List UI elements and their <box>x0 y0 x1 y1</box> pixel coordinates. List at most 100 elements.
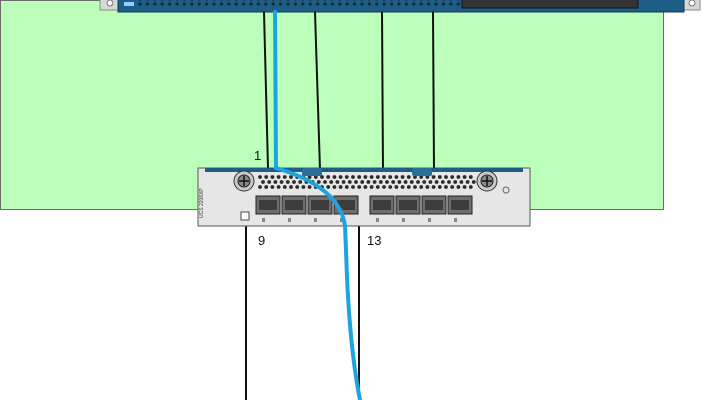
switch-port-dot <box>367 2 371 6</box>
vent-hole <box>397 180 402 184</box>
switch-port-dot <box>316 2 320 6</box>
switch-port-dot <box>175 2 179 6</box>
vent-hole <box>360 180 365 184</box>
cable-black-3 <box>381 11 384 171</box>
vent-hole <box>354 180 358 184</box>
switch-port-dot <box>175 0 179 1</box>
switch-port-dot <box>279 2 283 6</box>
vent-hole <box>326 185 331 189</box>
switch-port-dot <box>353 0 356 1</box>
vent-hole <box>394 175 399 179</box>
switch-port-dot <box>360 0 364 1</box>
cable-black-4 <box>432 11 435 171</box>
sfp-port-group <box>255 195 473 222</box>
switch-port-dot <box>234 2 238 6</box>
switch-port-dot <box>419 0 423 1</box>
switch-port-dot <box>286 2 290 6</box>
switch-port-dot <box>197 2 201 6</box>
switch-port-dot <box>249 0 253 1</box>
vent-hole <box>307 175 312 179</box>
vent-hole <box>363 175 368 179</box>
switch-port-dot <box>183 0 186 1</box>
vent-hole <box>323 180 327 184</box>
sfp-port[interactable] <box>281 195 307 222</box>
switch-port-dot <box>153 0 157 1</box>
vent-hole <box>437 185 442 189</box>
module-tab <box>412 168 432 176</box>
vent-hole <box>431 185 436 189</box>
port-label-13: 13 <box>367 233 382 248</box>
sfp-port[interactable] <box>255 195 281 222</box>
switch-port-dot <box>405 0 408 1</box>
module-top-band <box>205 168 523 172</box>
switch-port-dot <box>442 0 445 1</box>
switch-port-dot <box>271 2 275 6</box>
vent-hole <box>459 180 464 184</box>
sfp-port[interactable] <box>395 195 421 222</box>
switch-port-dot <box>345 0 349 1</box>
sfp-port[interactable] <box>421 195 447 222</box>
vent-hole <box>338 185 343 189</box>
switch-port-dot <box>138 2 142 6</box>
vent-hole <box>453 180 458 184</box>
vent-hole <box>400 185 405 189</box>
switch-port-dot <box>330 2 334 6</box>
vent-hole <box>279 180 284 184</box>
switch-port-row <box>138 0 460 6</box>
vent-hole <box>369 175 374 179</box>
switch-port-dot <box>404 2 408 6</box>
vent-hole <box>267 180 272 184</box>
sfp-port[interactable] <box>447 195 473 222</box>
vent-hole <box>329 180 334 184</box>
vent-hole <box>335 180 340 184</box>
vent-hole <box>344 185 349 189</box>
vent-hole <box>341 180 346 184</box>
vent-hole <box>450 175 455 179</box>
switch-port-dot <box>160 2 164 6</box>
vent-hole <box>391 180 396 184</box>
vent-hole <box>428 180 433 184</box>
switch-port-dot <box>212 0 216 1</box>
vent-hole <box>462 185 467 189</box>
switch-port-dot <box>256 2 260 6</box>
vent-hole <box>264 175 269 179</box>
switch-port-dot <box>227 0 231 1</box>
switch-led <box>124 2 134 6</box>
vent-hole <box>382 175 386 179</box>
vent-hole <box>416 180 420 184</box>
vent-hole <box>385 180 389 184</box>
switch-port-dot <box>249 2 253 6</box>
vent-hole <box>258 185 262 189</box>
sfp-port[interactable] <box>307 195 333 222</box>
vent-hole <box>444 185 448 189</box>
vent-hole <box>366 180 371 184</box>
vent-hole <box>357 185 362 189</box>
switch-port-dot <box>456 2 460 6</box>
switch-port-dot <box>308 2 312 6</box>
module-qr-tag <box>240 211 250 221</box>
switch-port-dot <box>419 2 423 6</box>
switch-port-dot <box>182 2 186 6</box>
switch-port-dot <box>368 0 371 1</box>
vent-hole <box>270 185 275 189</box>
vent-hole <box>400 175 405 179</box>
switch-port-dot <box>138 0 142 1</box>
module-tabs <box>302 168 432 176</box>
vent-hole <box>465 180 470 184</box>
vent-hole <box>440 180 445 184</box>
switch-port-dot <box>397 0 401 1</box>
cable-black-1 <box>263 11 269 169</box>
sfp-port[interactable] <box>369 195 395 222</box>
vent-hole <box>289 185 293 189</box>
switch-port-dot <box>153 2 157 6</box>
switch-port-dot <box>168 0 171 1</box>
vent-hole <box>447 180 451 184</box>
vent-hole <box>382 185 386 189</box>
vent-hole <box>285 180 290 184</box>
vent-hole <box>298 180 303 184</box>
switch-port-dot <box>360 2 364 6</box>
switch-port-dot <box>412 2 416 6</box>
vent-hole <box>419 175 424 179</box>
vent-hole <box>406 175 411 179</box>
switch-port-dot <box>338 2 342 6</box>
